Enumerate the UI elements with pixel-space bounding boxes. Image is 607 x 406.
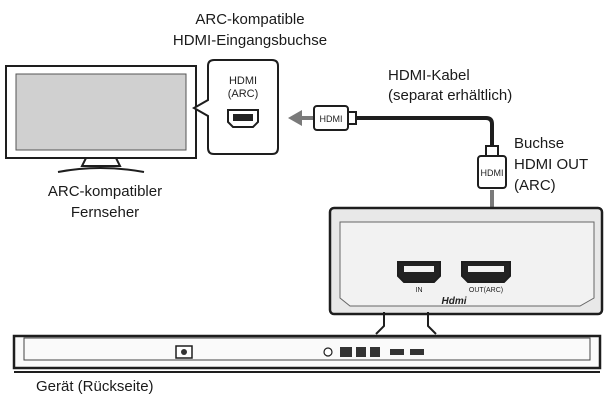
- out-arc-port-label: OUT(ARC): [469, 287, 503, 294]
- device-label: Gerät (Rückseite): [36, 378, 154, 395]
- tv-label-line2: Fernseher: [70, 204, 140, 221]
- zoom-connector-lines: [375, 312, 437, 335]
- hdmi-in-port-icon: [390, 349, 404, 355]
- plug-horizontal-label: HDMI: [320, 114, 343, 124]
- in-port-label: IN: [416, 287, 423, 294]
- cable-label-line1: HDMI-Kabel: [388, 67, 470, 84]
- callout-arc-text: (ARC): [228, 88, 259, 100]
- out-label-line3: (ARC): [514, 177, 556, 194]
- out-label-line1: Buchse: [514, 135, 565, 152]
- out-label-line2: HDMI OUT: [514, 156, 589, 173]
- tv-port-label-line1: ARC-kompatible: [195, 11, 305, 28]
- terminal-icon: [370, 347, 380, 357]
- hdmi-out-port-icon: [410, 349, 424, 355]
- arrow-to-tv-icon: [288, 110, 314, 126]
- plug-vertical-label: HDMI: [481, 168, 504, 178]
- hdmi-plug-horizontal-icon: HDMI: [313, 105, 357, 131]
- terminal-icon: [323, 347, 333, 357]
- callout-hdmi-text: HDMI: [229, 75, 257, 87]
- tv-port-label-line2: HDMI-Eingangsbuchse: [172, 32, 328, 49]
- tv-port-callout: HDMI (ARC): [191, 59, 279, 155]
- tv-label-line1: ARC-kompatibler: [47, 183, 163, 200]
- hdmi-plug-vertical-icon: HDMI: [477, 145, 507, 189]
- soundbar-device-icon: [12, 334, 602, 373]
- tv-icon: [5, 65, 197, 173]
- terminal-icon: [340, 347, 352, 357]
- device-panel-zoom: IN OUT(ARC) Hdmi: [328, 206, 604, 316]
- hdmi-logo-text: Hdmi: [442, 296, 467, 307]
- hdmi-cable-icon: [354, 116, 494, 148]
- cable-label-line2: (separat erhältlich): [388, 87, 513, 104]
- terminal-icon: [356, 347, 366, 357]
